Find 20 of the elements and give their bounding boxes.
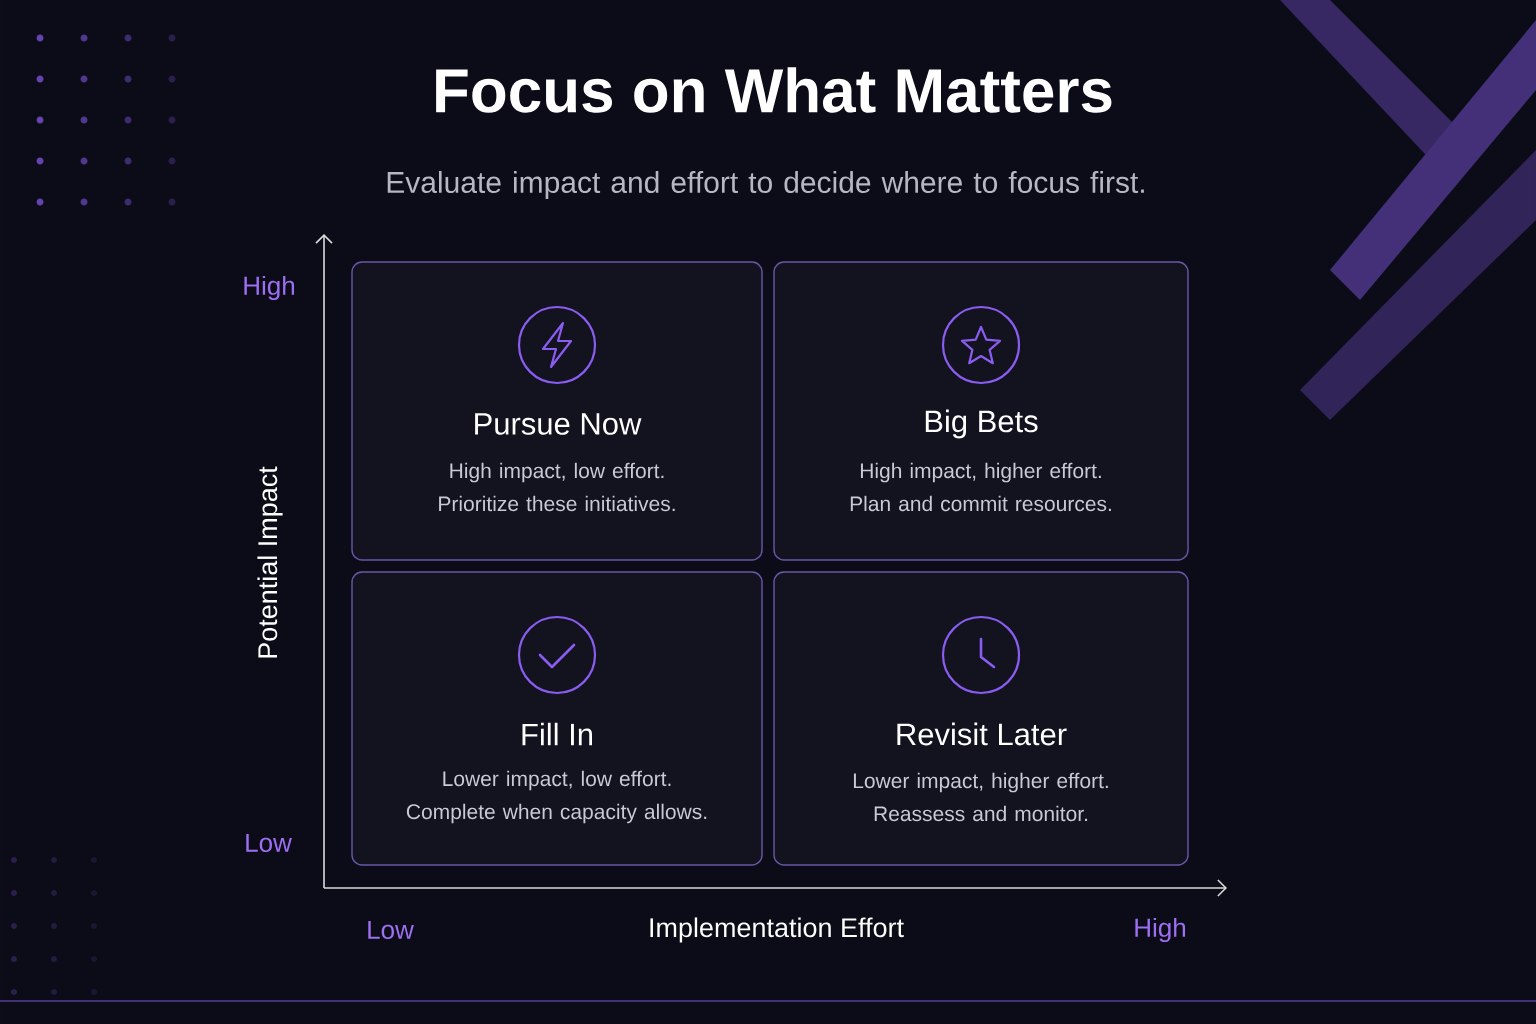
axis-label: Low <box>246 833 292 853</box>
card-description: High impact, higher effort. Plan and commit resources. <box>850 462 1111 512</box>
title: Focus on What Matters <box>436 67 1112 113</box>
quadrant-card <box>351 571 763 866</box>
quadrant-card <box>773 571 1189 866</box>
card-description: High impact, low effort. Prioritize these initiatives. <box>439 462 675 512</box>
axis-label: High <box>1135 917 1186 943</box>
card-heading: Revisit Later <box>897 722 1067 746</box>
card-heading: Pursue Now <box>475 413 642 435</box>
quadrant-card <box>773 261 1189 561</box>
quadrant-card <box>351 261 763 561</box>
axis-label: Low <box>368 920 414 940</box>
card-heading: Big Bets <box>925 409 1038 439</box>
card-description: Lower impact, higher effort. Reassess and monitor. <box>853 772 1108 822</box>
card-description: Lower impact, low effort. Complete when capacity allows. <box>406 770 707 824</box>
card-heading: Fill In <box>522 722 592 746</box>
axis-title: Potential Impact <box>257 466 283 658</box>
axis-label: High <box>244 275 295 301</box>
axis-title: Implementation Effort <box>650 917 904 943</box>
subtitle: Evaluate impact and effort to decide where to focus first. <box>387 171 1144 199</box>
